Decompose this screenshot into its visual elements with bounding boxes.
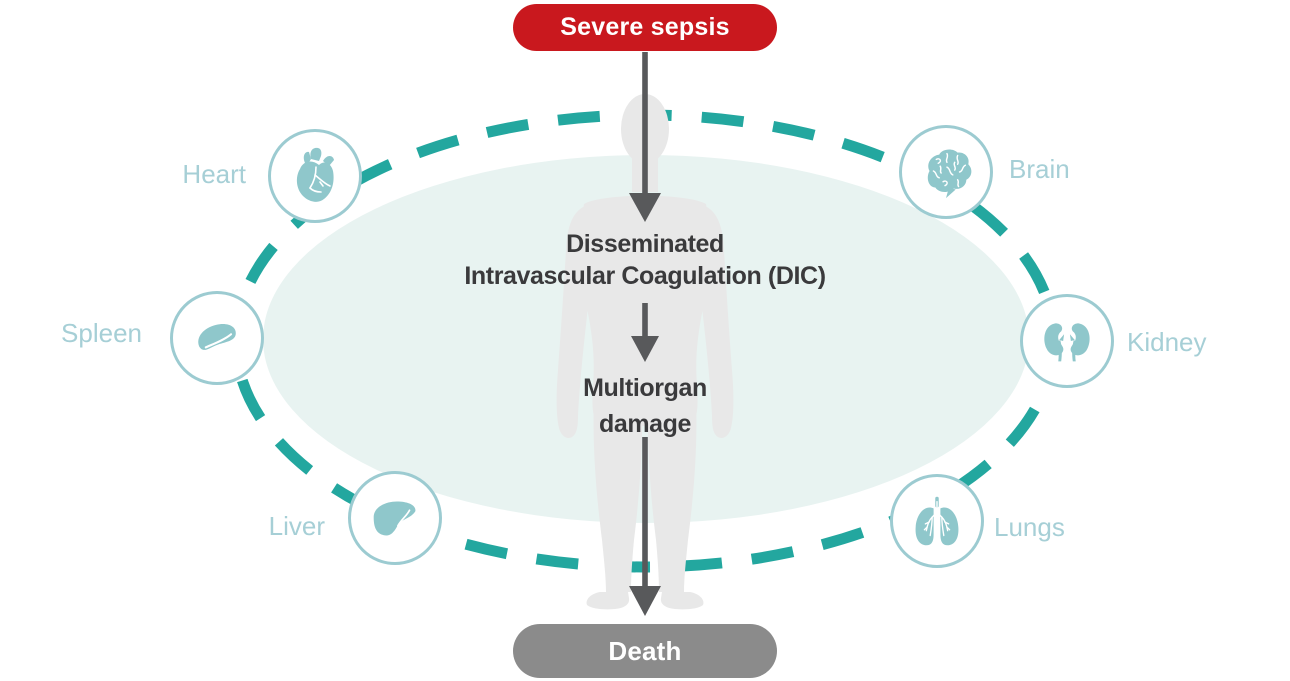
liver-label: Liver bbox=[268, 511, 325, 541]
arrow-dic-to-damage bbox=[631, 303, 659, 362]
death-label: Death bbox=[608, 635, 682, 666]
liver-circle bbox=[348, 471, 442, 565]
dic-line2: Intravascular Coagulation (DIC) bbox=[464, 262, 826, 290]
arrow-damage-to-death bbox=[629, 437, 661, 616]
body-silhouette-icon bbox=[556, 94, 734, 610]
severe-sepsis-label: Severe sepsis bbox=[560, 13, 730, 41]
brain-circle bbox=[899, 125, 993, 219]
heart-circle bbox=[268, 129, 362, 223]
multiorgan-line2: damage bbox=[598, 410, 692, 438]
multiorgan-line1: Multiorgan bbox=[583, 374, 707, 402]
liver-icon bbox=[373, 501, 416, 536]
death-node: Death bbox=[513, 624, 777, 678]
dic-text-block: Disseminated Intravascular Coagulation (… bbox=[345, 228, 945, 292]
lungs-circle bbox=[890, 474, 984, 568]
heart-icon bbox=[296, 147, 334, 202]
dic-line1: Disseminated bbox=[566, 230, 724, 258]
severe-sepsis-node: Severe sepsis bbox=[513, 4, 777, 51]
lungs-icon bbox=[915, 496, 959, 546]
arrow-sepsis-to-dic bbox=[629, 52, 661, 222]
kidney-circle bbox=[1020, 294, 1114, 388]
spleen-icon bbox=[198, 324, 236, 350]
spleen-circle bbox=[170, 291, 264, 385]
spleen-label: Spleen bbox=[61, 318, 142, 348]
brain-label: Brain bbox=[1009, 154, 1070, 184]
lungs-label: Lungs bbox=[994, 512, 1065, 542]
heart-label: Heart bbox=[182, 159, 246, 189]
brain-icon bbox=[927, 149, 972, 199]
kidney-label: Kidney bbox=[1127, 327, 1207, 357]
multiorgan-damage-text-block: Multiorgan damage bbox=[345, 370, 945, 442]
kidney-icon bbox=[1044, 323, 1090, 362]
